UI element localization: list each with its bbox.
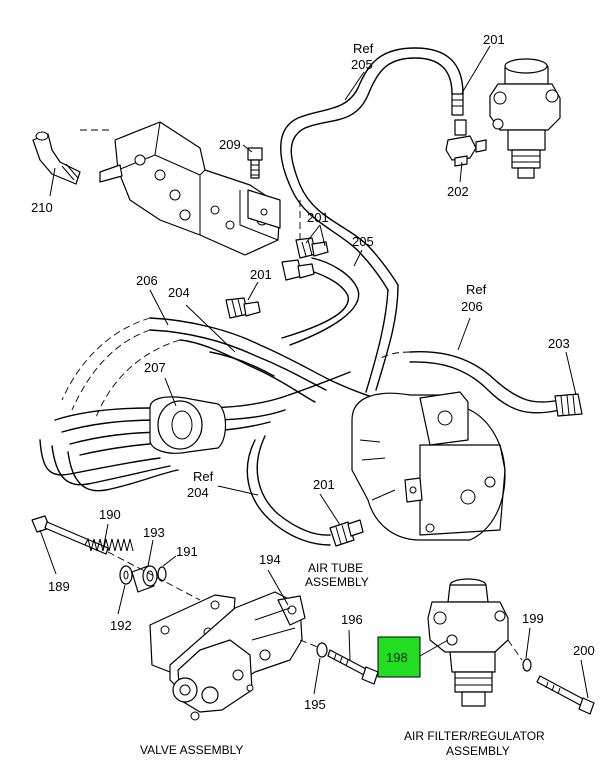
- callout-ref-204-label: Ref: [193, 469, 214, 484]
- washer-195: [316, 642, 328, 658]
- fitting-209: [247, 147, 263, 179]
- washer-199: [522, 658, 532, 672]
- callout-193: 193: [143, 525, 165, 540]
- callout-190: 190: [99, 507, 121, 522]
- callout-201-top: 201: [483, 32, 505, 47]
- spring-190: [84, 537, 134, 552]
- oring-191: [157, 566, 167, 582]
- fitting-201-low: [225, 297, 261, 319]
- elbow-fitting-210: [32, 129, 110, 185]
- tee-fitting-202: [445, 135, 487, 167]
- bolt-196: [327, 649, 379, 685]
- callout-205: 205: [352, 234, 374, 249]
- callout-201-low: 201: [250, 267, 272, 282]
- air-filter-regulator: [427, 578, 509, 707]
- callout-207: 207: [144, 360, 166, 375]
- callout-200: 200: [573, 643, 595, 658]
- callout-ref-205: 205: [351, 57, 373, 72]
- callout-labels: 201 Ref 205 209 210 202 201 205 201 206 …: [31, 32, 595, 712]
- washer-192: [119, 565, 133, 585]
- valve-assembly: [149, 591, 306, 721]
- caption-air-filter-line1: AIR FILTER/REGULATOR: [404, 729, 545, 743]
- piston-193: [131, 565, 158, 593]
- callout-203: 203: [548, 336, 570, 351]
- caption-air-tube-line1: AIR TUBE: [308, 561, 363, 575]
- callout-195: 195: [304, 697, 326, 712]
- highlight-callout-198[interactable]: 198: [377, 636, 421, 678]
- callout-191: 191: [176, 544, 198, 559]
- caption-air-filter-line2: ASSEMBLY: [446, 744, 510, 758]
- fitting-201-bottom: [329, 519, 364, 547]
- fitting-201-mid: [281, 237, 329, 281]
- callout-201-mid: 201: [307, 210, 329, 225]
- callout-204: 204: [168, 285, 190, 300]
- callout-ref-206-label: Ref: [466, 282, 487, 297]
- fitting-203: [554, 393, 583, 417]
- manifold-block: [99, 121, 281, 256]
- callout-198: 198: [386, 650, 408, 665]
- callout-ref-206: 206: [461, 299, 483, 314]
- callout-202: 202: [447, 184, 469, 199]
- callout-206: 206: [136, 273, 158, 288]
- top-regulator: [489, 58, 561, 179]
- compressor-housing: [351, 391, 506, 541]
- callout-189: 189: [48, 579, 70, 594]
- callout-209: 209: [219, 137, 241, 152]
- callout-ref-204: 204: [187, 485, 209, 500]
- highlight-box[interactable]: [377, 636, 421, 678]
- bolt-200: [536, 675, 595, 715]
- caption-air-tube-line2: ASSEMBLY: [305, 575, 369, 589]
- callout-201-bottom: 201: [313, 477, 335, 492]
- leader-lines: [39, 45, 589, 699]
- callout-199: 199: [522, 611, 544, 626]
- callout-196: 196: [341, 612, 363, 627]
- fitting-201-top: [451, 93, 467, 136]
- callout-194: 194: [259, 552, 281, 567]
- clamp-207: [149, 396, 227, 454]
- callout-210: 210: [31, 200, 53, 215]
- caption-valve-assembly: VALVE ASSEMBLY: [140, 743, 243, 757]
- callout-192: 192: [110, 618, 132, 633]
- captions: AIR TUBE ASSEMBLY VALVE ASSEMBLY AIR FIL…: [140, 561, 545, 758]
- callout-ref-205-label: Ref: [353, 41, 374, 56]
